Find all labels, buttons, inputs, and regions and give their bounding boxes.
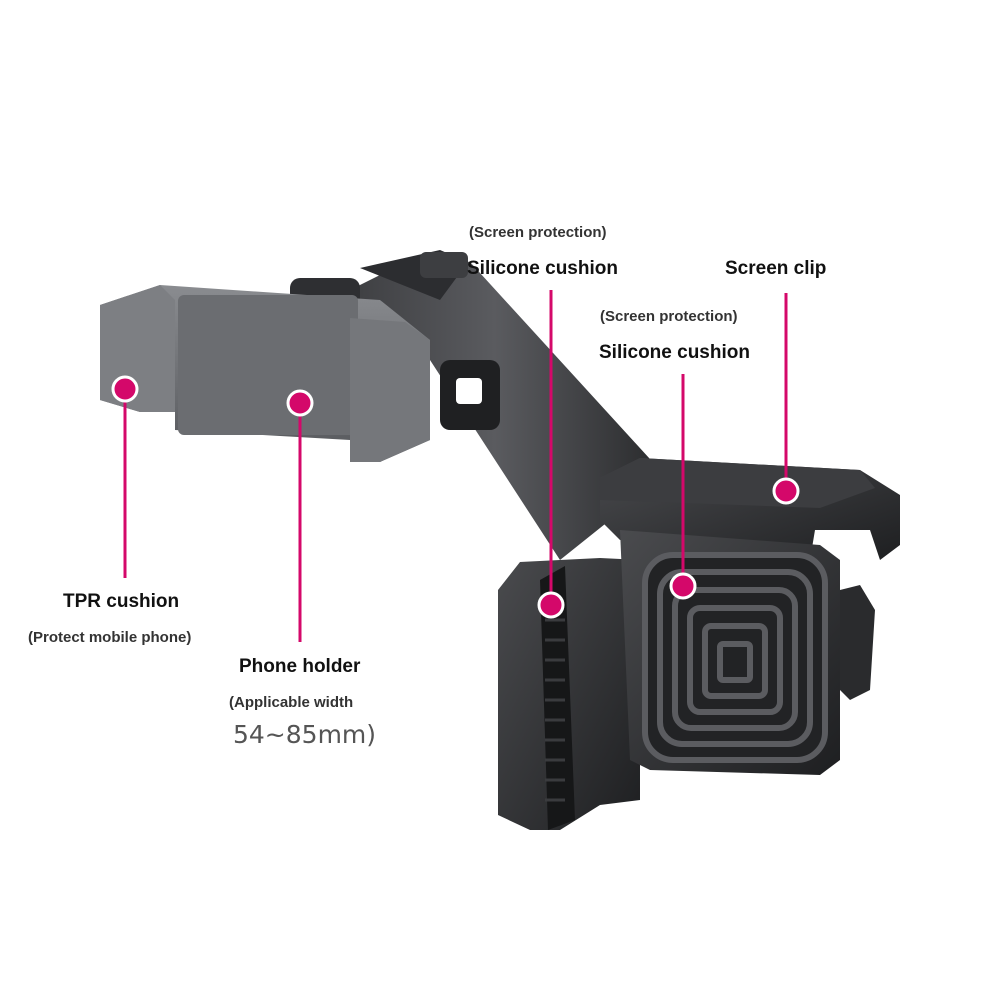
front-clip [498,558,640,830]
callout-dot-silicone-mid [669,572,697,600]
tpr-cushion-subtitle: (Protect mobile phone) [28,629,192,646]
phone-holder-clamp [100,285,430,462]
callouts [111,290,800,642]
phone-holder-title: Phone holder [239,656,361,677]
callout-dot-tpr [111,375,139,403]
callout-dot-screen-clip [772,477,800,505]
square-silicone-pad [642,552,828,763]
screen-clip-title: Screen clip [725,258,827,279]
silicone-mid-subtitle: (Screen protection) [600,308,738,325]
callout-dot-silicone-top [537,591,565,619]
phone-holder-width: 54~85mm) [233,720,377,749]
phone-holder-subtitle: (Applicable width [229,694,354,711]
silicone-mid-title: Silicone cushion [599,342,750,363]
ribbed-cushion [545,618,565,802]
callout-dot-phone-holder [286,389,314,417]
tpr-cushion-title: TPR cushion [63,591,180,612]
back-plate [620,530,875,775]
silicone-top-title: Silicone cushion [467,258,618,279]
silicone-top-subtitle: (Screen protection) [469,224,607,241]
